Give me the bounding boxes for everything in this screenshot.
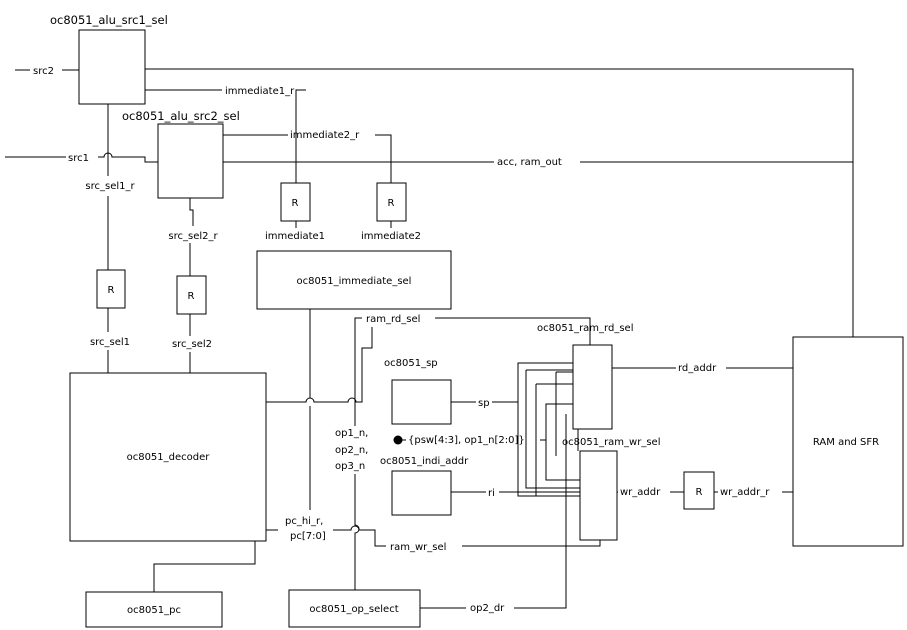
wires (5, 68, 854, 609)
signal-op2-dr: op2_dr (470, 603, 505, 614)
register-src-sel2-label: R (188, 291, 195, 302)
register-wr-addr (683, 471, 715, 510)
wire-ram-rd-sel (354, 317, 591, 426)
signal-pc-hi-r: pc_hi_r, (285, 516, 323, 527)
signal-rd-addr: rd_addr (678, 363, 717, 374)
register-immediate1 (280, 182, 311, 222)
indi-addr-title: oc8051_indi_addr (380, 456, 469, 467)
wire-src-sel2-r (189, 198, 194, 373)
signal-ri: ri (488, 488, 495, 499)
signal-src-sel2-r: src_sel2_r (168, 231, 218, 242)
register-src-sel1-label: R (108, 285, 115, 296)
ram-rd-sel-block (572, 344, 613, 430)
decoder-title: oc8051_decoder (127, 452, 211, 463)
decoder-block (69, 372, 267, 542)
op-select-block (288, 589, 421, 628)
signal-wr-addr-r: wr_addr_r (720, 487, 770, 498)
signal-acc-ram-out: acc, ram_out (497, 157, 562, 168)
signal-op3-n: op3_n (335, 461, 365, 472)
signal-psw-op1: {psw[4:3], op1_n[2:0]} (408, 435, 525, 446)
wire-op-select-up (354, 474, 360, 590)
alu-src1-sel-block (78, 29, 146, 105)
block-titles: oc8051_alu_src1_sel oc8051_alu_src2_sel … (50, 13, 879, 616)
wire-internal-bus (420, 369, 580, 609)
signal-op2-n: op2_n, (335, 445, 368, 456)
register-immediate2-label: R (388, 198, 395, 209)
wire-decoder-op (266, 327, 373, 403)
ram-sfr-block (792, 336, 904, 547)
signal-src-sel2: src_sel2 (172, 339, 212, 350)
blocks (69, 29, 904, 628)
signal-immediate2-r: immediate2_r (290, 130, 360, 141)
register-immediate2 (376, 182, 407, 222)
alu-src2-sel-title: oc8051_alu_src2_sel (122, 109, 240, 123)
signal-immediate1: immediate1 (265, 231, 325, 242)
register-immediate1-label: R (292, 198, 299, 209)
register-wr-addr-label: R (696, 487, 703, 498)
register-src-sel2 (176, 275, 207, 315)
register-labels: R R R R R (108, 198, 703, 498)
signal-pc-7-0: pc[7:0] (290, 531, 326, 542)
signal-immediate1-r: immediate1_r (225, 86, 295, 97)
signal-sp: sp (478, 398, 490, 409)
signal-op1-n: op1_n, (335, 428, 368, 439)
signal-src2: src2 (33, 66, 54, 77)
wire-alu1-out (145, 68, 854, 337)
psw-dot (393, 435, 403, 445)
ram-rd-sel-title: oc8051_ram_rd_sel (537, 323, 633, 334)
alu-src1-sel-title: oc8051_alu_src1_sel (50, 13, 168, 27)
sp-title: oc8051_sp (384, 358, 438, 369)
alu-src2-sel-block (157, 123, 224, 199)
pc-block (85, 591, 223, 628)
sp-block (391, 379, 452, 425)
wire-immediate1-r (145, 89, 306, 183)
wire-src1-in (5, 152, 158, 163)
ram-wr-sel-block (579, 450, 618, 541)
signal-src-sel1: src_sel1 (90, 337, 130, 348)
ram-wr-sel-title: oc8051_ram_wr_sel (562, 437, 660, 448)
ram-sfr-title: RAM and SFR (813, 437, 879, 448)
immediate-sel-title: oc8051_immediate_sel (297, 276, 412, 287)
pc-title: oc8051_pc (127, 605, 181, 616)
signal-immediate2: immediate2 (361, 231, 421, 242)
register-src-sel1 (96, 269, 126, 309)
indi-addr-block (391, 470, 452, 516)
signal-src-sel1-r: src_sel1_r (85, 181, 135, 192)
wire-immediate2-r (223, 134, 392, 183)
wire-ram-wr-sel (365, 529, 601, 547)
signal-ram-rd-sel: ram_rd_sel (366, 314, 420, 325)
signal-labels: src2 src1 immediate1_r immediate2_r acc,… (33, 66, 770, 614)
signal-wr-addr: wr_addr (620, 487, 661, 498)
signal-src1: src1 (68, 153, 89, 164)
op-select-title: oc8051_op_select (309, 604, 398, 615)
wire-pc-down (153, 541, 256, 592)
immediate-sel-block (256, 250, 452, 310)
signal-ram-wr-sel: ram_wr_sel (390, 542, 446, 553)
wire-pc-hi-r (266, 525, 365, 531)
wire-sp (451, 362, 580, 497)
